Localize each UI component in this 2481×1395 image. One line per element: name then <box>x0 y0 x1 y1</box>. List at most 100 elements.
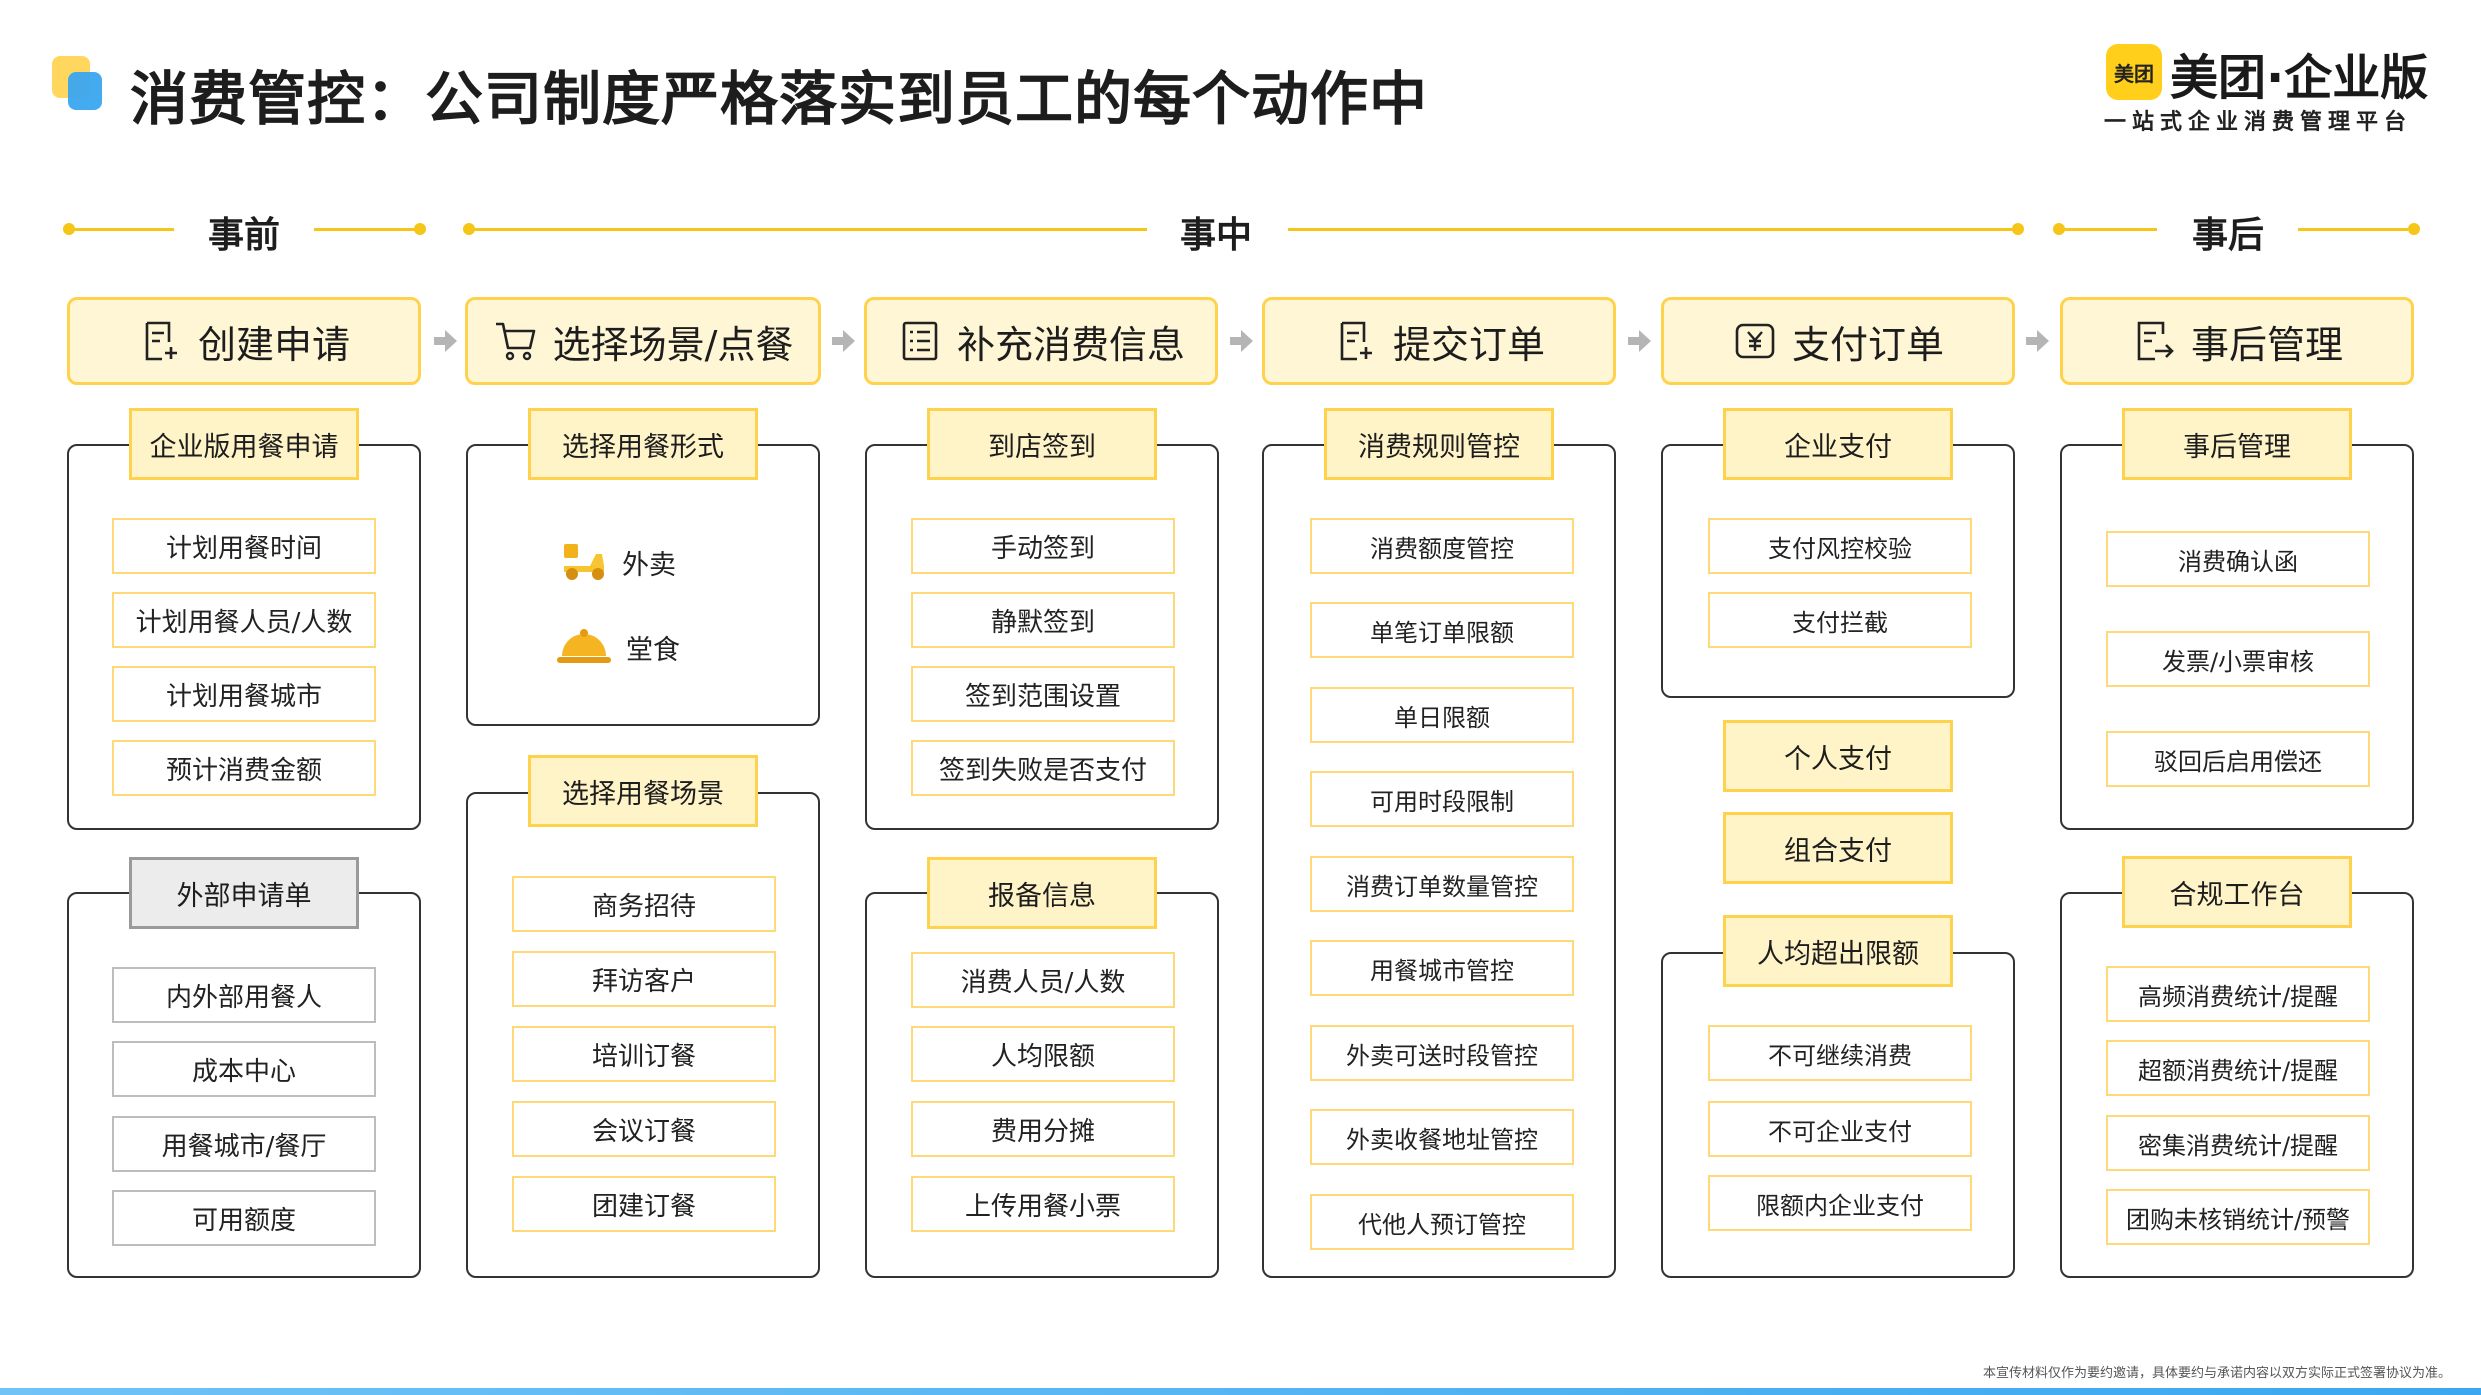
panel-header: 到店签到 <box>927 408 1157 480</box>
list-item: 高频消费统计/提醒 <box>2106 966 2370 1022</box>
phase-after: 事后 <box>2191 215 2265 256</box>
list-item: 商务招待 <box>512 876 776 932</box>
form-label: 外卖 <box>622 549 676 581</box>
panel-header: 企业版用餐申请 <box>129 408 359 480</box>
list-item: 签到范围设置 <box>911 666 1175 722</box>
panel-header: 选择用餐场景 <box>528 755 758 827</box>
step-label: 补充消费信息 <box>956 322 1185 367</box>
list-item: 消费订单数量管控 <box>1310 856 1574 912</box>
list-item: 签到失败是否支付 <box>911 740 1175 796</box>
arrow-right-icon <box>832 330 855 352</box>
timeline-line <box>2298 228 2408 231</box>
export-document-icon <box>2137 321 2174 361</box>
timeline-line <box>314 228 420 231</box>
list-item: 费用分摊 <box>911 1101 1175 1157</box>
list-item: 发票/小票审核 <box>2106 631 2370 687</box>
disclaimer-footnote: 本宣传材料仅作为要约邀请，具体要约与承诺内容以双方实际正式签署协议为准。 <box>1982 1366 2451 1381</box>
list-item: 不可继续消费 <box>1708 1025 1972 1081</box>
list-item: 会议订餐 <box>512 1101 776 1157</box>
food-cloche-icon <box>557 629 611 663</box>
timeline-line <box>1288 228 2018 231</box>
list-item: 消费额度管控 <box>1310 518 1574 574</box>
list-item: 上传用餐小票 <box>911 1176 1175 1232</box>
meituan-logo-icon: 美团 <box>2106 44 2162 100</box>
panel-meal-form <box>466 444 820 726</box>
combined-payment: 组合支付 <box>1723 812 1953 884</box>
timeline-line <box>2059 228 2157 231</box>
list-item: 预计消费金额 <box>112 740 376 796</box>
panel-header: 合规工作台 <box>2122 856 2352 928</box>
list-item: 计划用餐人员/人数 <box>112 592 376 648</box>
step-label: 创建申请 <box>197 322 350 367</box>
step-post-management: 事后管理 <box>2060 297 2414 385</box>
list-item: 团购未核销统计/预警 <box>2106 1189 2370 1245</box>
list-item: 培训订餐 <box>512 1026 776 1082</box>
step-submit-order: 提交订单 <box>1262 297 1616 385</box>
timeline-dot <box>2408 223 2420 235</box>
arrow-right-icon <box>2026 330 2049 352</box>
list-item: 支付拦截 <box>1708 592 1972 648</box>
list-item: 可用额度 <box>112 1190 376 1246</box>
list-item: 消费人员/人数 <box>911 952 1175 1008</box>
phase-during: 事中 <box>1179 215 1253 256</box>
bottom-accent-bar <box>0 1388 2481 1395</box>
list-item: 计划用餐城市 <box>112 666 376 722</box>
list-document-icon <box>902 321 938 361</box>
list-item: 拜访客户 <box>512 951 776 1007</box>
timeline-dot <box>2012 223 2024 235</box>
phase-before: 事前 <box>207 215 281 256</box>
step-label: 提交订单 <box>1392 322 1545 367</box>
yuan-payment-icon <box>1735 323 1775 359</box>
timeline-line <box>469 228 1147 231</box>
delivery-scooter-icon <box>564 544 604 580</box>
list-item: 内外部用餐人 <box>112 967 376 1023</box>
edit-form-icon <box>145 321 177 361</box>
list-item: 限额内企业支付 <box>1708 1175 1972 1231</box>
arrow-right-icon <box>1230 330 1253 352</box>
brand-slogan: 一站式企业消费管理平台 <box>2104 110 2413 135</box>
list-item: 超额消费统计/提醒 <box>2106 1040 2370 1096</box>
arrow-right-icon <box>1628 330 1651 352</box>
step-label: 选择场景/点餐 <box>552 322 794 367</box>
panel-header: 消费规则管控 <box>1324 408 1554 480</box>
list-item: 计划用餐时间 <box>112 518 376 574</box>
step-select-scene: 选择场景/点餐 <box>465 297 821 385</box>
list-item: 可用时段限制 <box>1310 771 1574 827</box>
form-delivery: 外卖 <box>560 540 676 584</box>
list-item: 静默签到 <box>911 592 1175 648</box>
brand-name: 美团·企业版 <box>2170 50 2429 106</box>
list-item: 消费确认函 <box>2106 531 2370 587</box>
panel-header: 外部申请单 <box>129 857 359 929</box>
panel-header: 事后管理 <box>2122 408 2352 480</box>
list-item: 外卖可送时段管控 <box>1310 1025 1574 1081</box>
list-item: 成本中心 <box>112 1041 376 1097</box>
list-item: 用餐城市管控 <box>1310 940 1574 996</box>
panel-header: 报备信息 <box>927 857 1157 929</box>
step-create-application: 创建申请 <box>67 297 421 385</box>
page-title: 消费管控：公司制度严格落实到员工的每个动作中 <box>130 65 1429 133</box>
personal-payment: 个人支付 <box>1723 720 1953 792</box>
list-item: 支付风控校验 <box>1708 518 1972 574</box>
timeline-line <box>69 228 174 231</box>
step-label: 支付订单 <box>1791 322 1944 367</box>
timeline-dot <box>414 223 426 235</box>
list-item: 单日限额 <box>1310 687 1574 743</box>
shopping-cart-icon <box>495 322 535 361</box>
step-supplement-info: 补充消费信息 <box>864 297 1218 385</box>
step-pay-order: 支付订单 <box>1661 297 2015 385</box>
form-label: 堂食 <box>626 634 680 666</box>
step-label: 事后管理 <box>2190 322 2343 367</box>
list-item: 人均限额 <box>911 1026 1175 1082</box>
list-item: 单笔订单限额 <box>1310 602 1574 658</box>
panel-header: 企业支付 <box>1723 408 1953 480</box>
arrow-right-icon <box>434 330 457 352</box>
add-document-icon <box>1340 321 1372 361</box>
list-item: 外卖收餐地址管控 <box>1310 1109 1574 1165</box>
list-item: 代他人预订管控 <box>1310 1194 1574 1250</box>
list-item: 不可企业支付 <box>1708 1101 1972 1157</box>
list-item: 密集消费统计/提醒 <box>2106 1115 2370 1171</box>
list-item: 用餐城市/餐厅 <box>112 1116 376 1172</box>
list-item: 手动签到 <box>911 518 1175 574</box>
title-logo-icon <box>52 56 108 112</box>
list-item: 驳回后启用偿还 <box>2106 731 2370 787</box>
